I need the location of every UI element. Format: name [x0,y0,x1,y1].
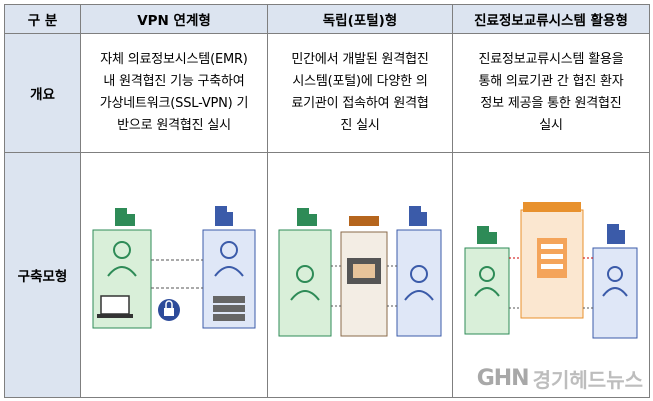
hospital-icon [477,226,497,244]
model-vpn [80,152,268,398]
watermark-text: 경기헤드뉴스 [532,368,643,392]
header-portal: 독립(포털)형 [267,4,453,34]
header-exchange: 진료정보교류시스템 활용형 [452,4,650,34]
exchange-diagram [464,202,638,339]
overview-label: 개요 [4,33,81,153]
hospital-icon [115,208,135,226]
model-row: 구축모형 [4,152,650,398]
doctor-icon [290,265,320,301]
model-label: 구축모형 [4,152,81,398]
model-portal [267,152,453,398]
lock-icon [158,299,180,321]
portal-diagram [278,206,442,337]
doctor-icon [474,266,500,297]
comparison-table: 구 분 VPN 연계형 독립(포털)형 진료정보교류시스템 활용형 개요 자체 … [4,4,650,398]
watermark-logo: GHN [476,366,530,391]
doctor-icon [404,265,434,301]
building-icon [215,206,233,226]
building-icon [607,224,625,244]
doctor-icon [214,241,244,277]
laptop-icon [97,295,133,318]
building-icon [409,206,427,226]
model-exchange [452,152,650,398]
overview-row: 개요 자체 의료정보시스템(EMR)내 원격협진 기능 구축하여 가상네트워크(… [4,33,650,153]
header-vpn: VPN 연계형 [80,4,268,34]
overview-vpn: 자체 의료정보시스템(EMR)내 원격협진 기능 구축하여 가상네트워크(SSL… [80,33,268,153]
header-row: 구 분 VPN 연계형 독립(포털)형 진료정보교류시스템 활용형 [4,4,650,34]
hospital-icon [297,208,317,226]
server-icon [213,296,245,321]
doctor-icon [602,266,628,297]
watermark: GHN 경기헤드뉴스 [477,364,643,393]
vpn-diagram [92,206,256,329]
doctor-icon [107,241,137,277]
header-category: 구 분 [4,4,81,34]
exchange-system-icon [520,202,584,319]
portal-server-icon [340,216,388,337]
